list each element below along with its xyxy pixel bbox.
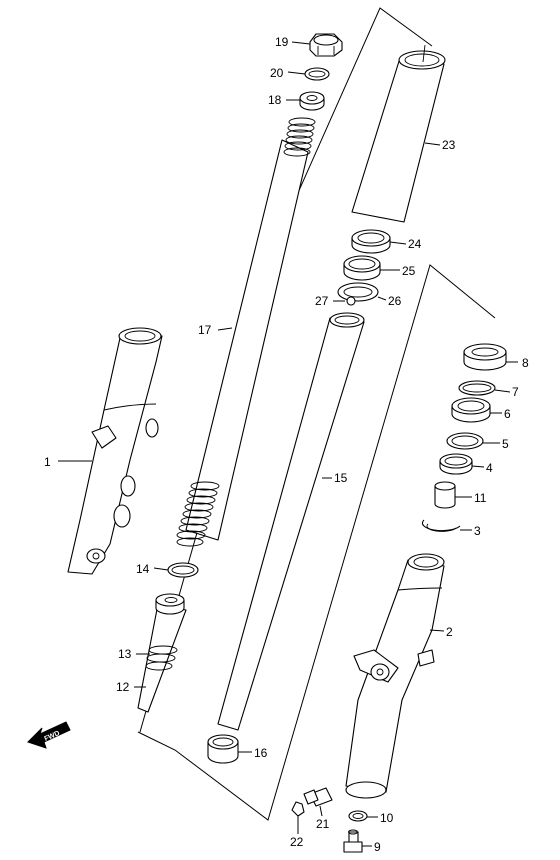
inner-tube: [217, 312, 365, 731]
o-ring-20: [304, 67, 330, 81]
slide-bushing-11: [434, 481, 456, 509]
bushing-4: [439, 453, 473, 475]
callout-12: 12: [116, 680, 130, 694]
callout-27: 27: [315, 294, 329, 308]
circlip-3: [421, 519, 461, 532]
callout-6: 6: [504, 407, 511, 421]
lower-assembly-frame: [137, 264, 496, 821]
right-fork-slider: [345, 553, 445, 799]
forward-direction-arrow: FWD: [27, 721, 71, 749]
damper-seat: [137, 593, 187, 713]
lower-spring: [176, 481, 220, 547]
callout-16: 16: [254, 746, 268, 760]
washer-10: [348, 810, 368, 822]
callout-19: 19: [275, 35, 289, 49]
upper-spring: [283, 117, 316, 157]
callout-13: 13: [118, 647, 132, 661]
callout-7: 7: [512, 385, 519, 399]
drain-bolt-21: [303, 787, 333, 807]
bolt-9: [343, 829, 363, 853]
callout-18: 18: [268, 93, 282, 107]
callout-20: 20: [270, 66, 284, 80]
seal-25: [343, 255, 381, 281]
callout-25: 25: [402, 264, 416, 278]
callout-11: 11: [474, 491, 487, 505]
callout-24: 24: [408, 237, 422, 251]
callout-5: 5: [502, 437, 509, 451]
callout-17: 17: [198, 323, 212, 337]
leader-lines: [58, 41, 518, 847]
callout-14: 14: [136, 562, 150, 576]
washer-5: [446, 432, 484, 450]
oil-seal-6: [451, 397, 491, 423]
callout-3: 3: [474, 524, 481, 538]
callout-15: 15: [334, 471, 348, 485]
cap-bolt: [309, 33, 343, 57]
callout-1: 1: [44, 455, 51, 469]
seal-26: [337, 282, 379, 302]
seal-24: [351, 229, 391, 254]
callout-numbers: 19 20 18 17 23 24 25 26 27 15 16 14 1 13…: [44, 35, 529, 854]
outer-tube: [351, 44, 446, 223]
spacer-18: [299, 91, 325, 111]
callout-10: 10: [380, 811, 394, 825]
small-ring-27: [346, 296, 356, 306]
left-fork-slider: [67, 327, 163, 575]
ring-14: [167, 562, 199, 578]
callout-4: 4: [486, 461, 493, 475]
dust-seal-8: [463, 343, 507, 371]
callout-9: 9: [374, 840, 381, 854]
clip-7: [458, 380, 496, 396]
gasket-22: [291, 801, 305, 817]
callout-21: 21: [316, 817, 330, 831]
callout-8: 8: [522, 356, 529, 370]
bushing-16: [207, 734, 239, 764]
callout-26: 26: [388, 294, 402, 308]
callout-2: 2: [446, 625, 453, 639]
damper-rod: [176, 117, 316, 547]
callout-23: 23: [442, 138, 456, 152]
callout-22: 22: [290, 835, 304, 849]
